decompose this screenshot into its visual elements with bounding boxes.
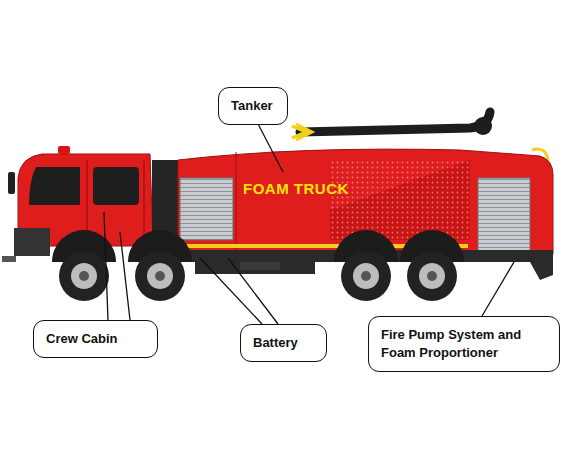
callout-label: Battery (253, 334, 298, 352)
callout-label: Crew Cabin (46, 330, 118, 348)
callout-label: Tanker (231, 97, 273, 115)
truck-lettering: FOAM TRUCK (243, 180, 349, 197)
callout-box: Crew Cabin (33, 320, 158, 358)
callout-box: Fire Pump System and Foam Proportioner (368, 316, 560, 372)
callout-label: Fire Pump System and Foam Proportioner (381, 326, 547, 361)
callout-box: Battery (240, 324, 327, 362)
callout-box: Tanker (218, 87, 288, 125)
